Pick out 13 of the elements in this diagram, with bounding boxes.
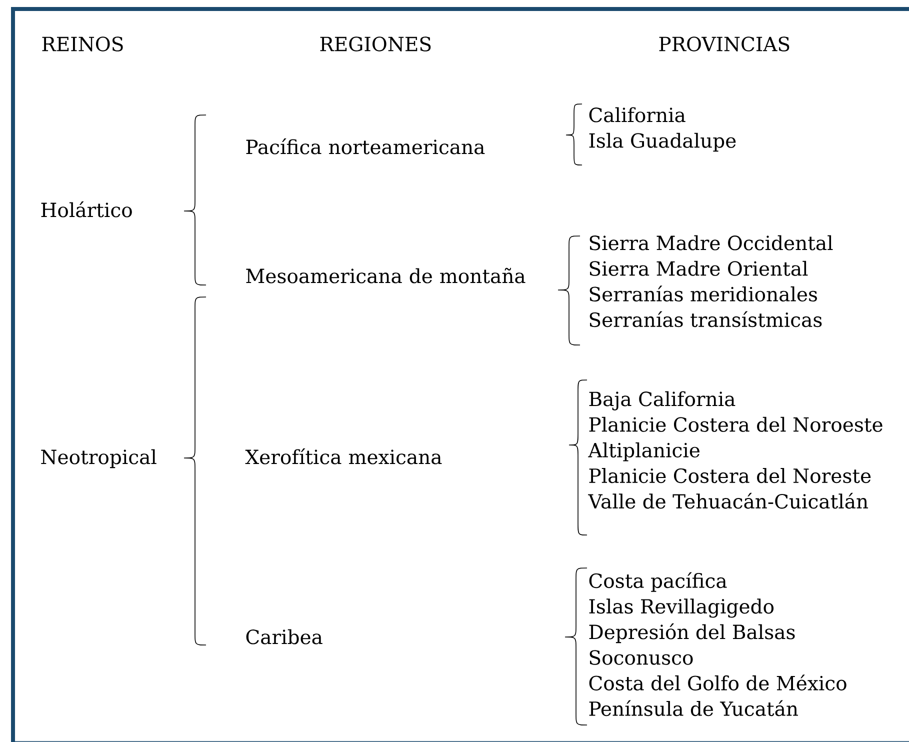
realm-label: Holártico xyxy=(41,201,132,218)
region-label: Mesoamericana de montaña xyxy=(246,268,526,284)
column-heading: PROVINCIAS xyxy=(659,36,790,52)
province-list: California Isla Guadalupe xyxy=(589,107,736,152)
province-list: Costa pacífica Islas Revillagigedo Depresión del Balsas Soconusco Costa del Golfo de México Península de Yucatán xyxy=(589,572,846,716)
realm-label: Neotropical xyxy=(41,449,156,468)
region-label: Pacífica norteamericana xyxy=(246,138,485,154)
province-list: Sierra Madre Occidental Sierra Madre Oriental Serranías meridionales Serranías transístmicas xyxy=(590,235,833,328)
region-label: Xerofítica mexicana xyxy=(245,448,442,464)
column-heading: REGIONES xyxy=(320,36,431,52)
column-heading: REINOS xyxy=(42,36,123,52)
province-list: Baja California Planicie Costera del Noroeste Altiplanicie Planicie Costera del Noreste Valle de Tehuacán-Cuicatlán xyxy=(588,391,882,509)
region-label: Caribea xyxy=(246,629,322,644)
